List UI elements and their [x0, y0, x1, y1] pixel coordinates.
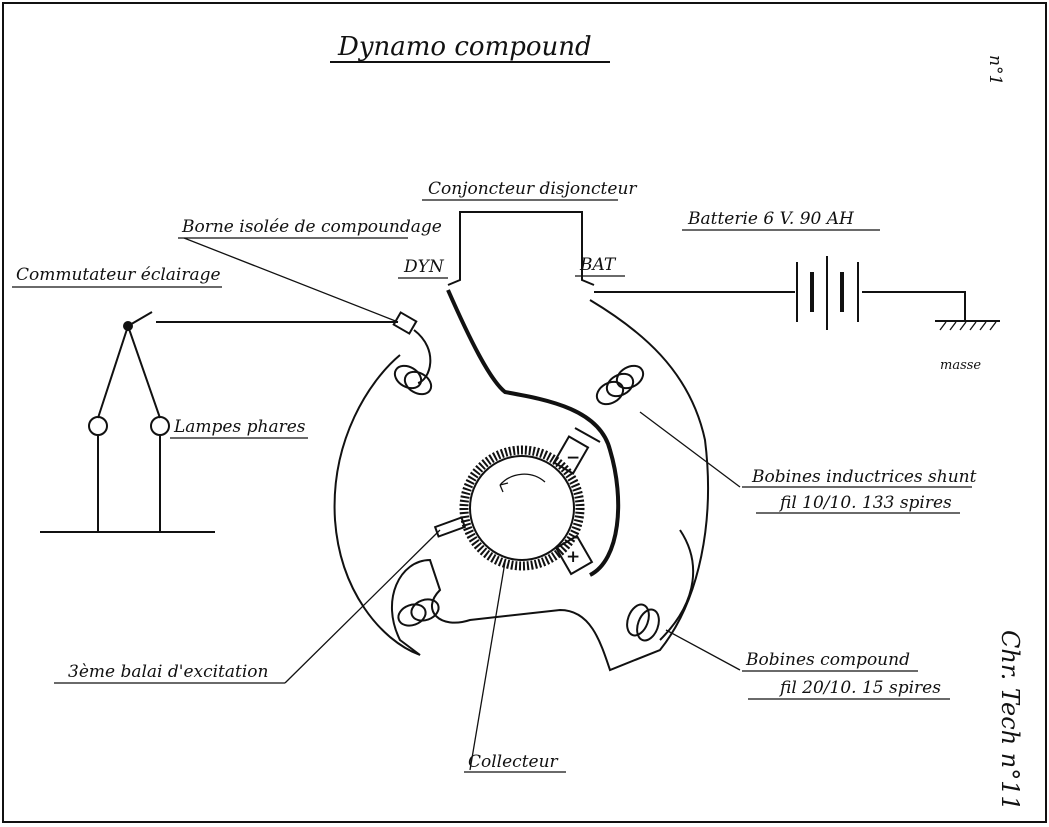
leader-line — [183, 237, 399, 323]
third-brush-label: 3ème balai d'excitation — [68, 662, 268, 682]
compound-coils-spec: fil 20/10. 15 spires — [778, 678, 941, 698]
leader-line — [665, 629, 741, 671]
positive-brush: + — [554, 534, 594, 576]
compound-wire — [413, 329, 432, 384]
leader-line — [469, 561, 506, 771]
third-brush — [433, 516, 467, 538]
conjoncteur-box — [447, 211, 595, 286]
ground-symbol — [935, 320, 1000, 331]
leader-line — [284, 529, 441, 684]
dynamo-housing — [333, 299, 709, 672]
terminal-label: Borne isolée de compoundage — [181, 217, 442, 237]
collector — [459, 445, 585, 571]
dyn-terminal-label: DYN — [403, 257, 445, 277]
compound-coils-label: Bobines compound — [745, 650, 910, 670]
diagram-title: Dynamo compound — [337, 32, 592, 62]
headlamps — [40, 416, 215, 533]
bat-terminal-label: BAT — [579, 255, 617, 275]
battery-symbol — [594, 256, 966, 330]
compound-terminal — [392, 311, 418, 335]
shunt-coils — [393, 364, 645, 627]
lighting-switch — [97, 311, 398, 419]
collector-label: Collecteur — [468, 752, 559, 772]
shunt-wire — [446, 289, 621, 577]
negative-brush: − — [552, 427, 601, 475]
compound-coils — [626, 603, 660, 642]
shunt-coils-spec: fil 10/10. 133 spires — [778, 493, 952, 513]
plus-sign: + — [566, 547, 580, 567]
minus-sign: − — [566, 448, 580, 468]
leader-line — [639, 411, 741, 488]
lamps-label: Lampes phares — [173, 417, 306, 437]
conjoncteur-label: Conjoncteur disjoncteur — [428, 179, 637, 199]
battery-label: Batterie 6 V. 90 AH — [687, 209, 855, 229]
compound-wire-2 — [659, 529, 695, 641]
reference-code: Chr. Tech n°11 — [996, 630, 1024, 811]
ground-label: masse — [940, 358, 981, 373]
switch-label: Commutateur éclairage — [16, 265, 221, 285]
shunt-coils-label: Bobines inductrices shunt — [751, 467, 977, 487]
sheet-number: n°1 — [985, 55, 1005, 85]
